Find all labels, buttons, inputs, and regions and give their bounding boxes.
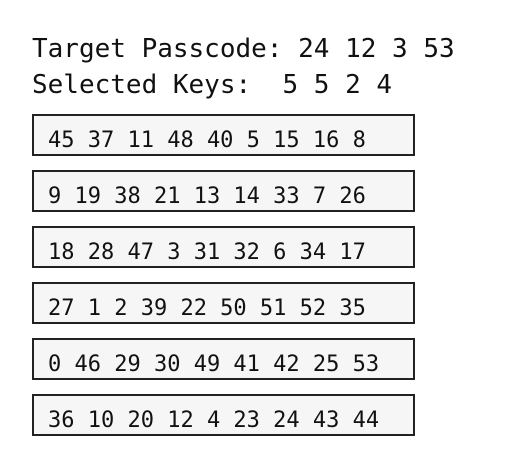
target-passcode-value: 24 12 3 53 bbox=[298, 34, 455, 64]
keypad-row-3[interactable]: 18 28 47 3 31 32 6 34 17 bbox=[32, 226, 415, 268]
target-passcode-label: Target Passcode: bbox=[32, 34, 283, 64]
keypad-row-3-keys[interactable]: 18 28 47 3 31 32 6 34 17 bbox=[48, 240, 366, 265]
keypad-row-2[interactable]: 9 19 38 21 13 14 33 7 26 bbox=[32, 170, 415, 212]
keypad-row-2-keys[interactable]: 9 19 38 21 13 14 33 7 26 bbox=[48, 184, 366, 209]
selected-keys-line: Selected Keys: 5 5 2 4 bbox=[32, 70, 392, 100]
keypad-row-5[interactable]: 0 46 29 30 49 41 42 25 53 bbox=[32, 338, 415, 380]
keypad-row-5-keys[interactable]: 0 46 29 30 49 41 42 25 53 bbox=[48, 352, 380, 377]
keypad-row-6-keys[interactable]: 36 10 20 12 4 23 24 43 44 bbox=[48, 408, 380, 433]
keypad-row-4[interactable]: 27 1 2 39 22 50 51 52 35 bbox=[32, 282, 415, 324]
selected-keys-label: Selected Keys: bbox=[32, 70, 252, 100]
keypad-row-4-keys[interactable]: 27 1 2 39 22 50 51 52 35 bbox=[48, 296, 366, 321]
keypad-row-1-keys[interactable]: 45 37 11 48 40 5 15 16 8 bbox=[48, 128, 366, 153]
selected-keys-value: 5 5 2 4 bbox=[282, 70, 393, 100]
keypad-row-6[interactable]: 36 10 20 12 4 23 24 43 44 bbox=[32, 394, 415, 436]
keypad-row-1[interactable]: 45 37 11 48 40 5 15 16 8 bbox=[32, 114, 415, 156]
keypad: 45 37 11 48 40 5 15 16 8 9 19 38 21 13 1… bbox=[32, 114, 415, 450]
target-passcode-line: Target Passcode: 24 12 3 53 bbox=[32, 34, 455, 64]
